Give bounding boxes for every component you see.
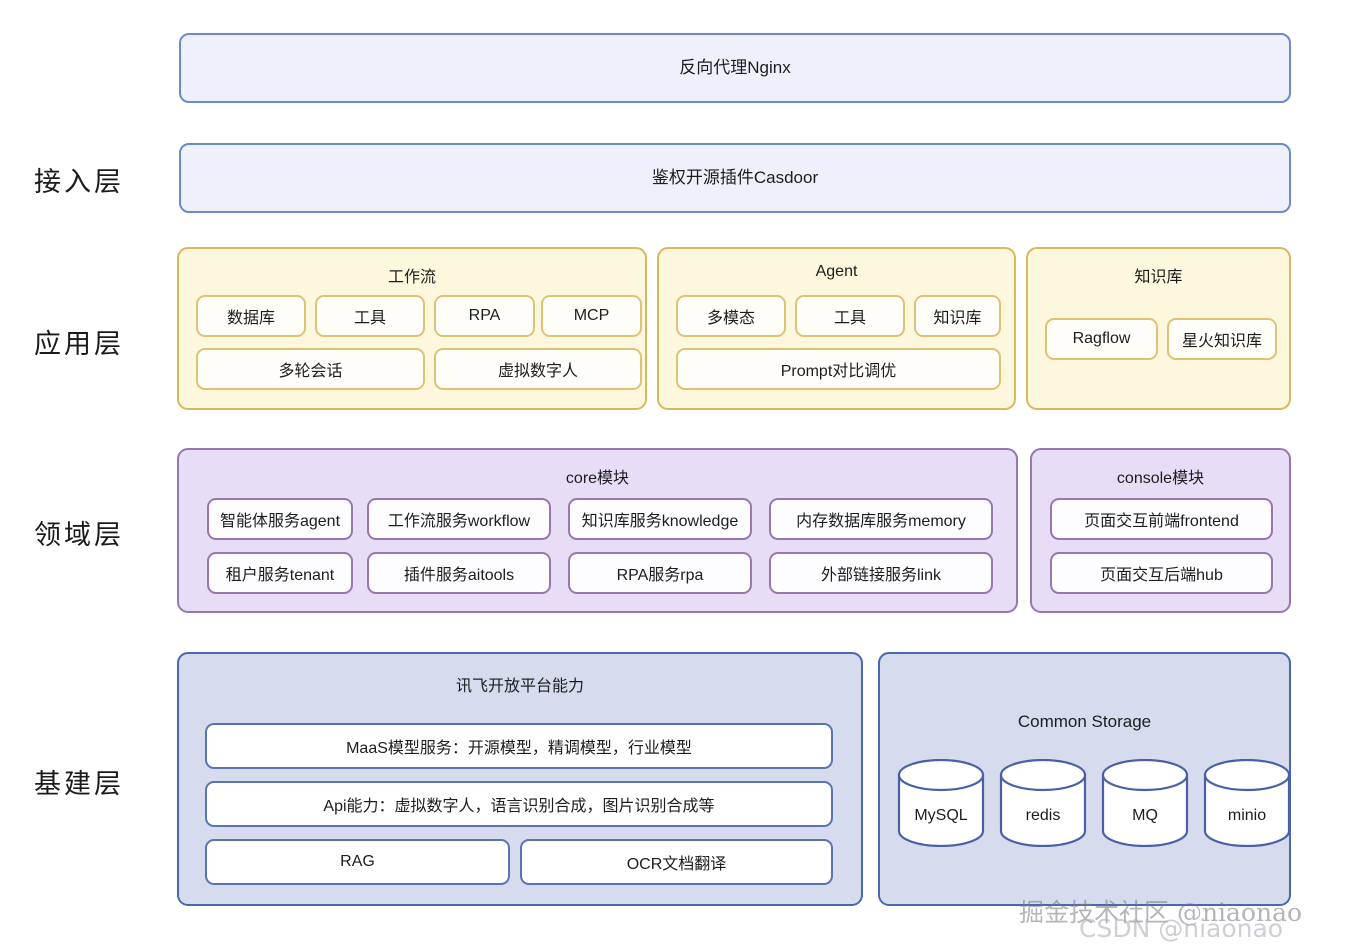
cylinder-icon (999, 759, 1087, 847)
node-workflow-avatar: 虚拟数字人 (434, 348, 642, 390)
cylinder-icon (897, 759, 985, 847)
node-storage-minio: minio (1202, 759, 1292, 847)
group-console-module-title: console模块 (1116, 470, 1205, 487)
node-core-tenant: 租户服务tenant (207, 552, 353, 594)
group-common-storage-title: Common Storage (1017, 712, 1152, 731)
layer-label-infra: 基建层 (34, 769, 124, 800)
node-core-rpa: RPA服务rpa (568, 552, 752, 594)
group-iflytek-platform: 讯飞开放平台能力 MaaS模型服务：开源模型，精调模型，行业模型 Api能力：虚… (177, 652, 863, 906)
cylinder-icon (1203, 759, 1291, 847)
cylinder-icon (1101, 759, 1189, 847)
node-workflow-tools: 工具 (315, 295, 425, 337)
group-knowledge-base-title: 知识库 (1134, 269, 1183, 286)
node-core-workflow: 工作流服务workflow (367, 498, 551, 540)
node-agent-multimodal: 多模态 (676, 295, 786, 337)
node-storage-mq: MQ (1100, 759, 1190, 847)
group-knowledge-base: 知识库 Ragflow 星火知识库 (1026, 247, 1291, 410)
node-storage-mysql: MySQL (896, 759, 986, 847)
node-api-capability: Api能力：虚拟数字人，语言识别合成，图片识别合成等 (205, 781, 833, 827)
layer-label-domain: 领域层 (34, 520, 124, 551)
group-core-module: core模块 智能体服务agent 工作流服务workflow 知识库服务kno… (177, 448, 1018, 613)
node-core-link: 外部链接服务link (769, 552, 993, 594)
group-iflytek-platform-title: 讯飞开放平台能力 (455, 678, 584, 695)
node-maas-model-service: MaaS模型服务：开源模型，精调模型，行业模型 (205, 723, 833, 769)
node-ocr-translation: OCR文档翻译 (520, 839, 833, 885)
node-workflow-database: 数据库 (196, 295, 306, 337)
node-agent-prompt-tuning: Prompt对比调优 (676, 348, 1001, 390)
group-common-storage: Common Storage MySQL redis MQ (878, 652, 1291, 906)
node-kb-ragflow: Ragflow (1045, 318, 1158, 360)
node-storage-redis: redis (998, 759, 1088, 847)
group-core-module-title: core模块 (565, 470, 630, 487)
group-workflow: 工作流 数据库 工具 RPA MCP 多轮会话 虚拟数字人 (177, 247, 647, 410)
node-reverse-proxy-nginx: 反向代理Nginx (179, 33, 1291, 103)
node-console-frontend: 页面交互前端frontend (1050, 498, 1273, 540)
node-workflow-multiturn: 多轮会话 (196, 348, 425, 390)
node-workflow-rpa: RPA (434, 295, 535, 337)
node-core-memory: 内存数据库服务memory (769, 498, 993, 540)
node-core-knowledge: 知识库服务knowledge (568, 498, 752, 540)
group-workflow-title: 工作流 (387, 269, 436, 286)
node-agent-knowledge: 知识库 (914, 295, 1001, 337)
node-rag: RAG (205, 839, 510, 885)
node-core-agent: 智能体服务agent (207, 498, 353, 540)
node-agent-tools: 工具 (795, 295, 905, 337)
group-console-module: console模块 页面交互前端frontend 页面交互后端hub (1030, 448, 1291, 613)
group-agent: Agent 多模态 工具 知识库 Prompt对比调优 (657, 247, 1016, 410)
node-core-aitools: 插件服务aitools (367, 552, 551, 594)
group-agent-title: Agent (815, 263, 858, 280)
node-console-hub: 页面交互后端hub (1050, 552, 1273, 594)
node-auth-casdoor: 鉴权开源插件Casdoor (179, 143, 1291, 213)
node-kb-xinghuo: 星火知识库 (1167, 318, 1277, 360)
node-workflow-mcp: MCP (541, 295, 642, 337)
layer-label-access: 接入层 (34, 167, 124, 198)
layer-label-app: 应用层 (34, 329, 124, 360)
watermark-csdn: CSDN @niaonao (1079, 914, 1284, 943)
